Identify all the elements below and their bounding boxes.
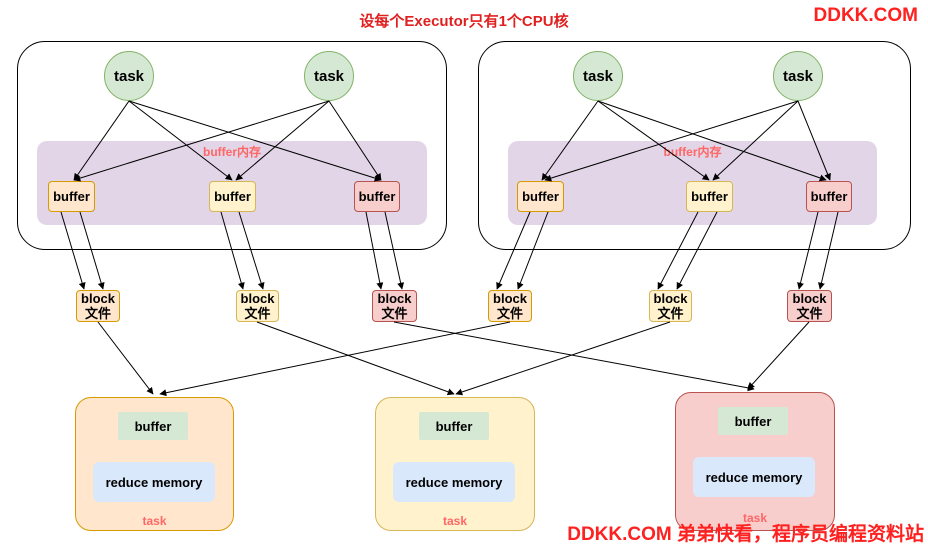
- buffer-node: buffer: [48, 181, 95, 212]
- block-file-node: block 文件: [649, 290, 692, 322]
- block-file-label: 文件: [657, 306, 684, 321]
- buffer-memory-label: buffer内存: [663, 145, 722, 159]
- block-file-node: block 文件: [372, 290, 417, 322]
- block-file-label: block: [493, 291, 527, 306]
- block-file-label: block: [792, 291, 827, 306]
- reduce-task-node: buffer reduce memory task: [675, 392, 835, 531]
- map-task-node: task: [773, 51, 823, 101]
- diagram-title: 设每个Executor只有1个CPU核: [359, 13, 569, 30]
- reduce-task-node: buffer reduce memory task: [375, 397, 535, 531]
- reduce-buffer: buffer: [419, 412, 489, 440]
- reduce-memory: reduce memory: [693, 457, 815, 497]
- block-file-label: 文件: [381, 306, 408, 321]
- block-file-label: 文件: [796, 306, 823, 321]
- reduce-buffer: buffer: [118, 412, 188, 440]
- reduce-buffer: buffer: [718, 407, 788, 435]
- block-file-node: block 文件: [488, 290, 532, 322]
- map-task-node: task: [104, 51, 154, 101]
- block-file-label: block: [240, 291, 275, 306]
- buffer-node: buffer: [806, 181, 852, 212]
- buffer-node: buffer: [517, 181, 564, 212]
- block-file-node: block 文件: [787, 290, 832, 322]
- buffer-memory-label: buffer内存: [203, 145, 261, 159]
- block-file-label: block: [81, 291, 115, 306]
- reduce-task-label: task: [442, 514, 468, 528]
- reduce-task-node: buffer reduce memory task: [75, 397, 234, 531]
- buffer-node: buffer: [354, 181, 400, 212]
- block-file-label: 文件: [244, 306, 271, 321]
- reduce-task-label: task: [142, 514, 167, 528]
- block-file-label: 文件: [496, 306, 523, 321]
- reduce-memory: reduce memory: [93, 462, 215, 502]
- map-task-node: task: [304, 51, 354, 101]
- block-file-label: block: [653, 291, 688, 306]
- buffer-node: buffer: [209, 181, 256, 212]
- block-file-node: block 文件: [236, 290, 279, 322]
- map-task-node: task: [573, 51, 623, 101]
- block-file-label: block: [377, 291, 412, 306]
- buffer-node: buffer: [686, 181, 733, 212]
- brand-logo-text: DDKK.COM: [813, 5, 919, 26]
- block-file-label: 文件: [84, 306, 111, 321]
- reduce-task-label: task: [742, 511, 768, 525]
- reduce-memory: reduce memory: [393, 462, 515, 502]
- footer-watermark: DDKK.COM 弟弟快看，程序员编程资料站: [567, 524, 924, 545]
- block-file-node: block 文件: [76, 290, 120, 322]
